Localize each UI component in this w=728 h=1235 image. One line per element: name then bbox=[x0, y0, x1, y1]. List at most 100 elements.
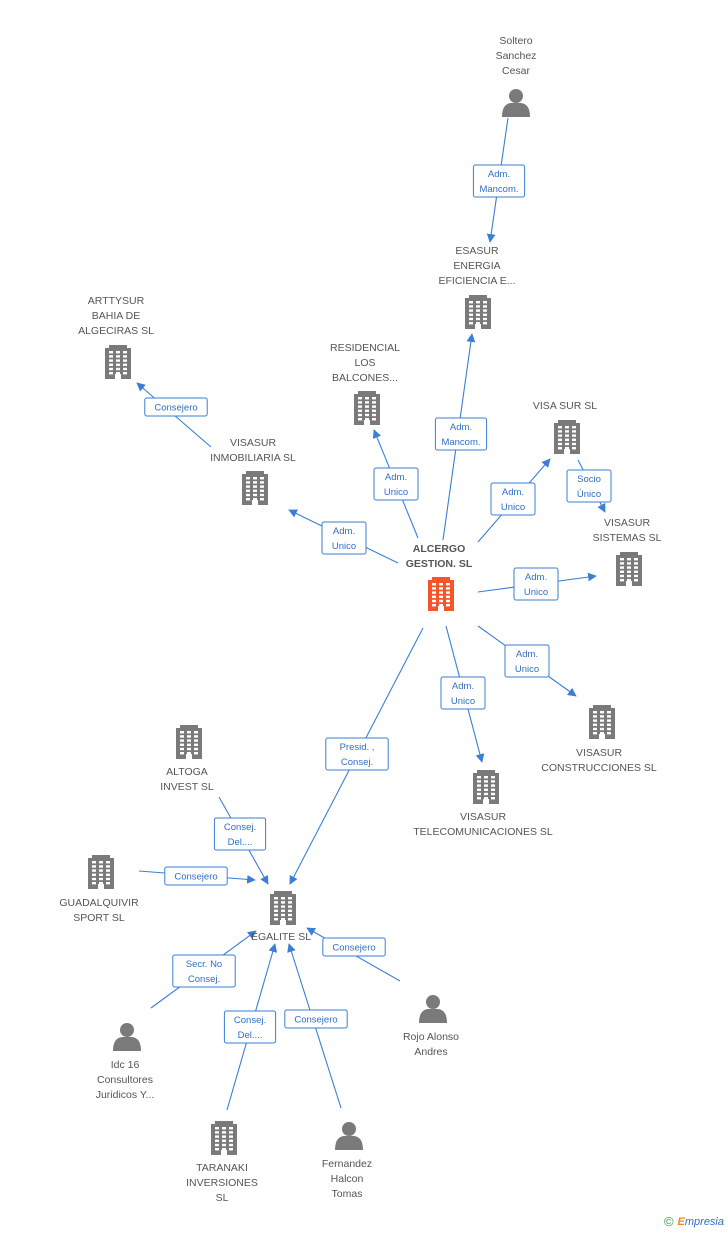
node-arttysur[interactable]: ARTTYSUR BAHIA DE ALGECIRAS SL bbox=[78, 295, 154, 379]
building-icon[interactable] bbox=[105, 345, 131, 379]
node-label: Halcon bbox=[331, 1173, 364, 1185]
node-label: Fernandez bbox=[322, 1158, 372, 1170]
building-icon[interactable] bbox=[211, 1121, 237, 1155]
person-icon[interactable] bbox=[113, 1023, 141, 1051]
edge-label-rojo-to-egalite[interactable]: Consejero bbox=[322, 937, 386, 957]
node-label: ENERGIA bbox=[453, 260, 500, 272]
node-label: ALGECIRAS SL bbox=[78, 325, 154, 337]
node-label: VISASUR bbox=[576, 747, 623, 759]
node-label: SL bbox=[216, 1192, 229, 1204]
edge-label-text: Unico bbox=[384, 487, 408, 498]
node-label: SPORT SL bbox=[73, 912, 125, 924]
node-guadalquivir[interactable]: GUADALQUIVIR SPORT SL bbox=[59, 855, 139, 924]
edge-label-text: Adm. bbox=[525, 572, 547, 583]
edge-label-guadalquivir-to-egalite[interactable]: Consejero bbox=[164, 866, 228, 886]
edge-label-text: Consej. bbox=[341, 757, 373, 768]
brand-logo[interactable]: Empresia bbox=[677, 1215, 724, 1228]
edge-label-text: Unico bbox=[451, 696, 475, 707]
node-label: GESTION. SL bbox=[406, 558, 473, 570]
edge-labels-layer: Adm.Mancom.Adm.Mancom.ConsejeroAdm.Unico… bbox=[144, 164, 612, 1044]
node-label: RESIDENCIAL bbox=[330, 342, 400, 354]
node-label: BAHIA DE bbox=[92, 310, 140, 322]
edge-label-text: Consejero bbox=[294, 1015, 337, 1026]
edge-label-text: Adm. bbox=[452, 681, 474, 692]
edge-label-text: Unico bbox=[501, 502, 525, 513]
edge-label-text: Consejero bbox=[332, 943, 375, 954]
edge-label-visasur_inmo-to-arttysur[interactable]: Consejero bbox=[144, 397, 208, 417]
node-label: VISA SUR SL bbox=[533, 400, 597, 412]
edge-label-text: Unico bbox=[515, 664, 539, 675]
node-label: INMOBILIARIA SL bbox=[210, 452, 296, 464]
edge-label-text: Del.... bbox=[228, 837, 253, 848]
footer-brand: © Empresia bbox=[664, 1214, 724, 1229]
edge-label-alcergo-to-visasur_const[interactable]: Adm. Unico bbox=[504, 644, 550, 678]
copyright-icon: © bbox=[663, 1214, 674, 1229]
edge-label-alcergo-to-visasur_inmo[interactable]: Adm.Unico bbox=[321, 521, 367, 555]
edge-label-fernandez-to-egalite[interactable]: Consejero bbox=[284, 1009, 348, 1029]
person-icon[interactable] bbox=[502, 89, 530, 117]
building-icon[interactable] bbox=[465, 295, 491, 329]
building-icon[interactable] bbox=[428, 577, 454, 611]
edge-label-text: Adm. bbox=[385, 472, 407, 483]
edge-label-text: Del.... bbox=[238, 1030, 263, 1041]
building-icon[interactable] bbox=[242, 471, 268, 505]
node-label: Cesar bbox=[502, 65, 531, 77]
building-icon[interactable] bbox=[354, 391, 380, 425]
edge-label-text: Adm. bbox=[502, 487, 524, 498]
node-label: GUADALQUIVIR bbox=[59, 897, 139, 909]
building-icon[interactable] bbox=[554, 420, 580, 454]
building-icon[interactable] bbox=[589, 705, 615, 739]
edge-label-altoga-to-egalite[interactable]: Consej. Del.... bbox=[213, 817, 267, 851]
building-icon[interactable] bbox=[616, 552, 642, 586]
building-icon[interactable] bbox=[176, 725, 202, 759]
edge-label-text: Adm. bbox=[333, 526, 355, 537]
edge-label-text: Adm. bbox=[516, 649, 538, 660]
edge-label-taranaki-to-egalite[interactable]: Consej.Del.... bbox=[223, 1010, 277, 1044]
node-visa_sur[interactable]: VISA SUR SL bbox=[533, 400, 597, 454]
edge-label-text: Consej. bbox=[188, 974, 220, 985]
person-icon[interactable] bbox=[335, 1122, 363, 1150]
node-label: VISASUR bbox=[604, 517, 651, 529]
edge-label-text: Mancom. bbox=[479, 184, 518, 195]
edge-label-text: Consej. bbox=[224, 822, 256, 833]
node-residencial[interactable]: RESIDENCIALLOSBALCONES... bbox=[330, 342, 400, 425]
edge-label-alcergo-to-residencial[interactable]: Adm. Unico bbox=[373, 467, 419, 501]
edge-label-soltero-to-esasur[interactable]: Adm. Mancom. bbox=[472, 164, 526, 198]
edge-label-alcergo-to-visasur_tele[interactable]: Adm. Unico bbox=[440, 676, 486, 710]
edge-label-alcergo-to-visasur_sist[interactable]: Adm.Unico bbox=[513, 567, 559, 601]
node-label: ARTTYSUR bbox=[88, 295, 145, 307]
building-icon[interactable] bbox=[88, 855, 114, 889]
node-label: TELECOMUNICACIONES SL bbox=[413, 826, 553, 838]
edge-label-text: Adm. bbox=[450, 422, 472, 433]
building-icon[interactable] bbox=[473, 770, 499, 804]
edge-label-alcergo-to-esasur[interactable]: Adm.Mancom. bbox=[434, 417, 488, 451]
edge-label-text: Consejero bbox=[174, 872, 217, 883]
edge-label-text: Socio bbox=[577, 474, 601, 485]
person-icon[interactable] bbox=[419, 995, 447, 1023]
node-label: BALCONES... bbox=[332, 372, 398, 384]
node-alcergo[interactable]: ALCERGO GESTION. SL bbox=[406, 543, 473, 611]
building-icon[interactable] bbox=[270, 891, 296, 925]
node-label: INVEST SL bbox=[160, 781, 214, 793]
edge-label-alcergo-to-visa_sur[interactable]: Adm. Unico bbox=[490, 482, 536, 516]
nodes-layer: ALCERGO GESTION. SL SolteroSanchezCesarESA… bbox=[59, 35, 661, 1204]
node-label: Tomas bbox=[332, 1188, 363, 1200]
edge-label-alcergo-to-egalite[interactable]: Presid. ,Consej. bbox=[325, 737, 389, 771]
node-egalite[interactable]: EGALITE SL bbox=[251, 891, 311, 943]
node-label: ALCERGO bbox=[413, 543, 466, 555]
edge-label-text: Adm. bbox=[488, 169, 510, 180]
